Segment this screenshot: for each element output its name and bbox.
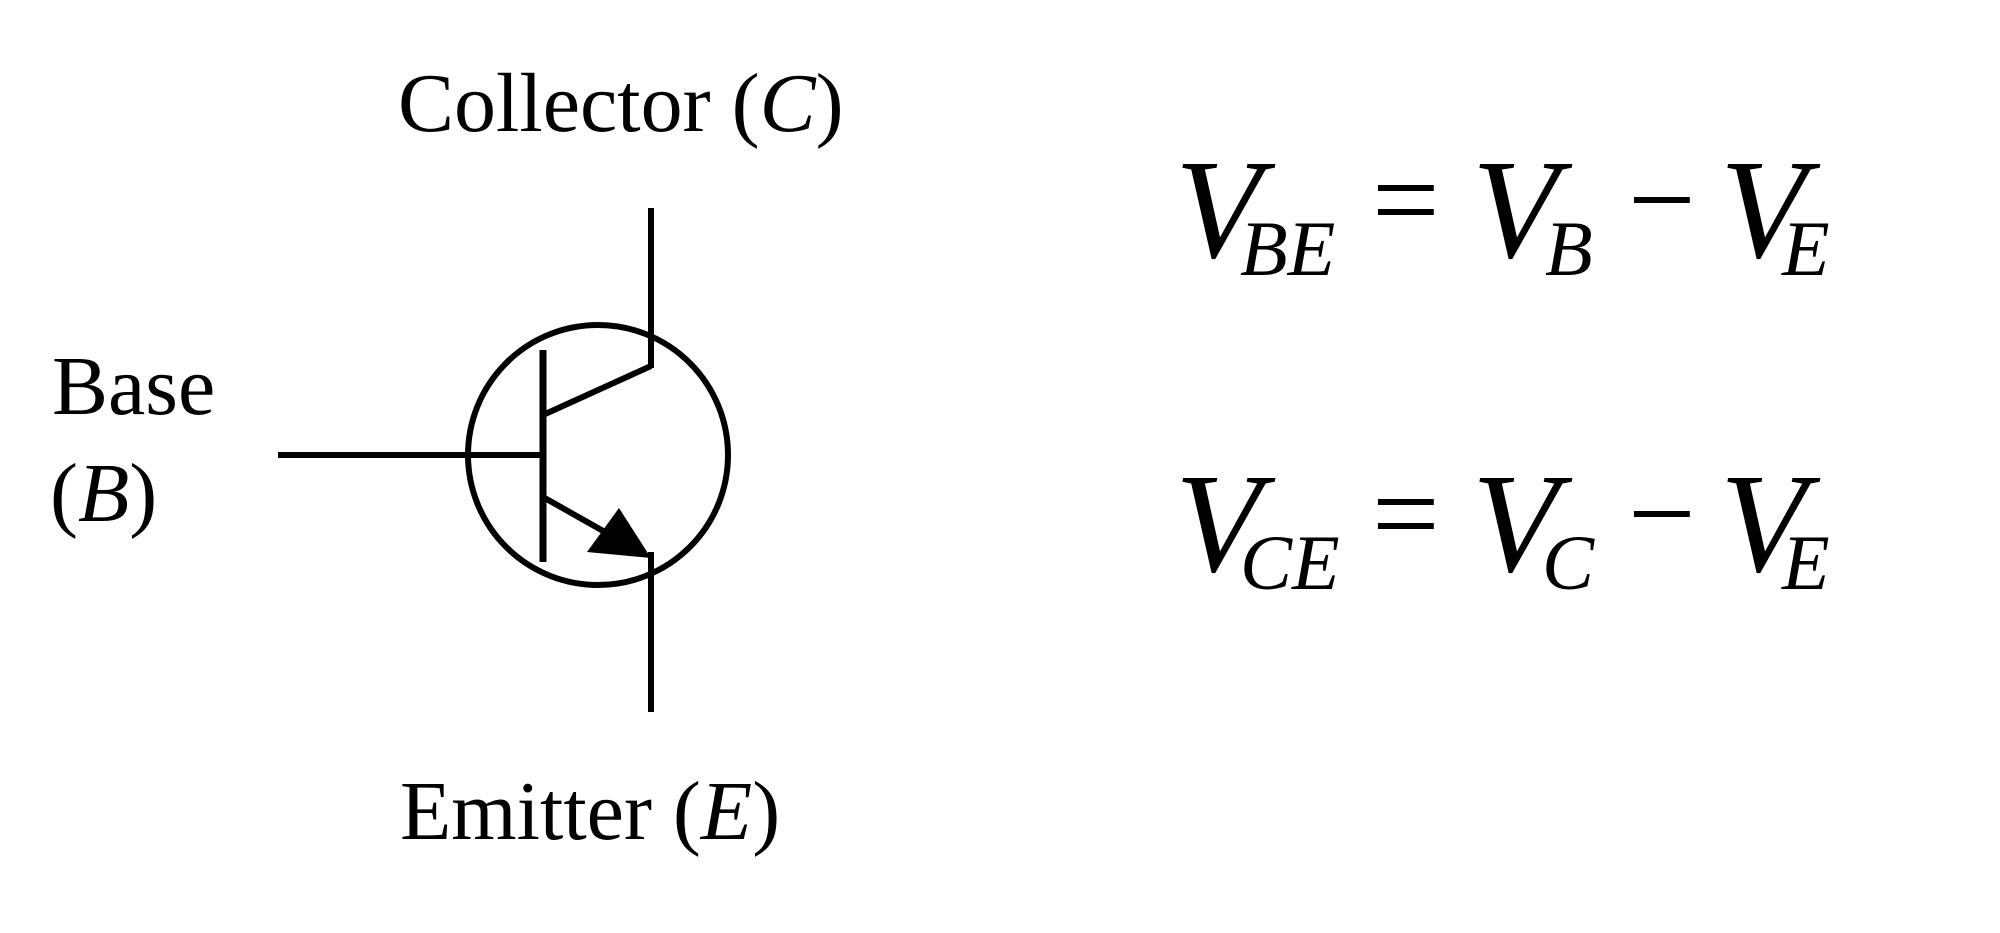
base-label-text: Base [52,340,216,433]
vbe-lhs-var: V [1175,130,1262,288]
vce-equals: = [1372,447,1440,580]
vbe-lhs-sub: BE [1240,205,1336,292]
vce-term2-sub: E [1782,519,1830,606]
vbe-term1-var: V [1472,130,1559,288]
collector-label-close: ) [815,57,844,150]
vce-lhs-sub: CE [1240,519,1340,606]
emitter-label-symbol: E [700,765,753,858]
vce-minus: − [1628,447,1696,580]
base-label: Base [52,345,215,429]
vbe-equals: = [1372,133,1440,266]
emitter-arrow [587,508,651,558]
base-label-symbol: B [77,447,130,540]
collector-label: Collector (C) [398,62,844,146]
vbe-term2-var: V [1720,130,1807,288]
emitter-label-text: Emitter ( [400,765,701,858]
vce-term2-var: V [1720,444,1807,602]
base-label-close: ) [129,447,158,540]
base-label-open: ( [50,447,78,540]
vce-term1-sub: C [1542,519,1595,606]
collector-label-text: Collector ( [398,57,760,150]
vbe-term1-sub: B [1545,205,1593,292]
vbe-minus: − [1628,133,1696,266]
vbe-term2-sub: E [1782,205,1830,292]
base-label-symbol-line: (B) [50,452,157,536]
collector-diagonal [541,363,653,418]
vce-lhs-var: V [1175,444,1262,602]
vce-term1-var: V [1472,444,1559,602]
collector-label-symbol: C [759,57,816,150]
emitter-label-close: ) [752,765,781,858]
emitter-diagonal [541,494,614,539]
emitter-label: Emitter (E) [400,770,780,854]
